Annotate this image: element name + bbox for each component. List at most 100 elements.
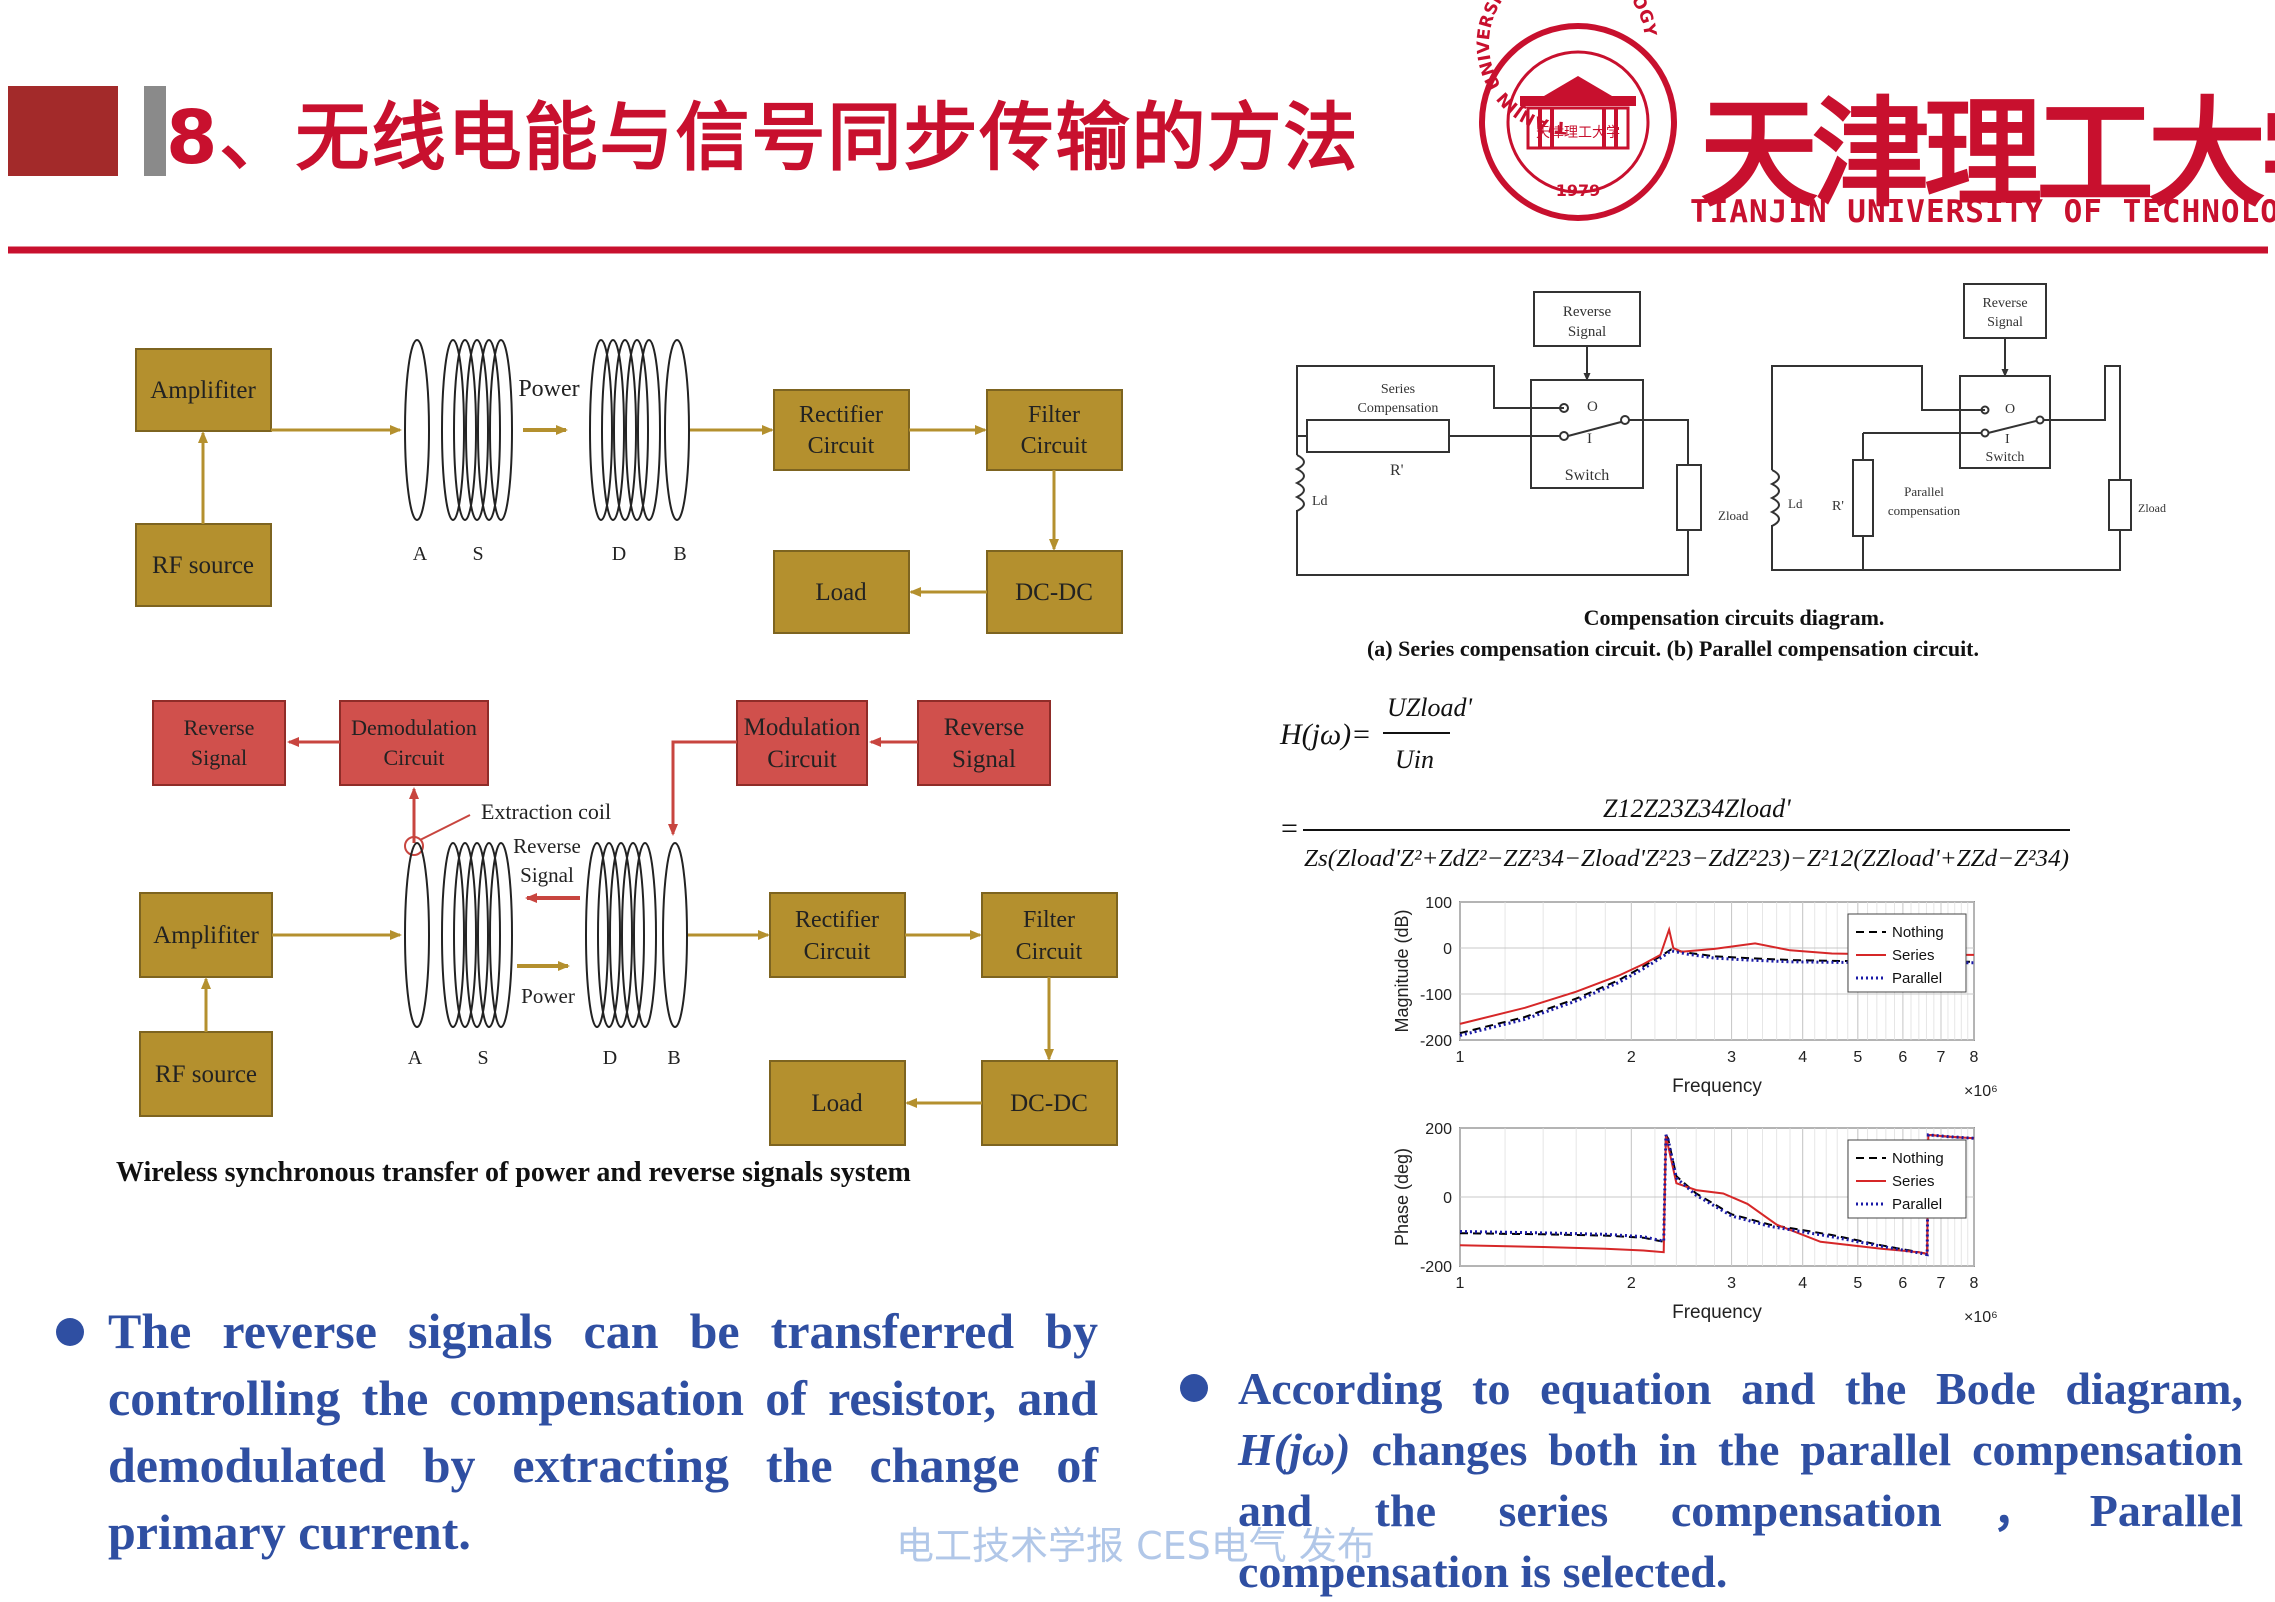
y-tick-label: -200 <box>1420 1259 1452 1276</box>
circuit-a-reverse-line2: Signal <box>1568 324 1606 340</box>
circuit-a-series-line2: Compensation <box>1358 401 1439 416</box>
y-tick-label: 100 <box>1425 895 1452 912</box>
equation-frac2-denominator: Zs(Zload'Z²+ZdZ²−ZZ²34−Zload'Z²23−ZdZ²23… <box>1304 846 2069 872</box>
x-tick-label: 3 <box>1727 1049 1736 1066</box>
x-tick-label: 8 <box>1970 1049 1979 1066</box>
bottom-block-diagram: Reverse Signal Demodulation Circuit Modu… <box>116 700 1118 1188</box>
top-coil-a: A <box>413 543 428 565</box>
circuit-b-r: R' <box>1832 499 1844 514</box>
x-tick-label: 5 <box>1853 1049 1862 1066</box>
circuit-b-switch-label: Switch <box>1986 450 2025 465</box>
bottom-coil-s: S <box>477 1047 488 1069</box>
right-bullet-paragraph: According to equation and the Bode diagr… <box>1180 1358 2243 1602</box>
university-name-en: TIANJIN UNIVERSITY OF TECHNOLOGY <box>1690 194 2275 230</box>
equation-frac1-numerator: UZload' <box>1387 693 1472 722</box>
bottom-reverse-mid-line1: Reverse <box>513 834 581 858</box>
top-rf-source-label: RF source <box>152 552 254 579</box>
bullet-dot <box>1180 1374 1208 1402</box>
top-rectifier-line2: Circuit <box>808 433 875 459</box>
bottom-coil-d: D <box>603 1047 617 1069</box>
top-load-label: Load <box>815 579 867 606</box>
publisher-watermark: 电工技术学报 CES电气 发布 <box>896 1524 1375 1568</box>
bottom-mod-line2: Circuit <box>767 746 836 773</box>
bottom-rf-source-label: RF source <box>155 1061 257 1088</box>
slide-title: 8、无线电能与信号同步传输的方法 <box>166 95 1360 181</box>
seal-year: 1979 <box>1556 181 1601 200</box>
circuit-a-ld: Ld <box>1312 494 1328 509</box>
header-grey-bar <box>144 86 166 176</box>
bottom-rectifier-line2: Circuit <box>804 939 871 965</box>
y-axis-label: Phase (deg) <box>1392 1148 1412 1246</box>
circuits-caption-1: Compensation circuits diagram. <box>1584 605 1885 630</box>
y-tick-label: 0 <box>1443 941 1452 958</box>
left-paragraph-text: The reverse signals can be transferred b… <box>108 1303 1098 1560</box>
bottom-coil-b: B <box>667 1047 680 1069</box>
bottom-rectifier-line1: Rectifier <box>795 907 879 933</box>
seal-center-text: 天津理工大学 <box>1536 125 1620 141</box>
x-tick-label: 2 <box>1627 1049 1636 1066</box>
x-tick-label: 6 <box>1898 1275 1907 1292</box>
y-tick-label: -100 <box>1420 987 1452 1004</box>
top-dcdc-label: DC-DC <box>1015 579 1093 606</box>
y-tick-label: 200 <box>1425 1121 1452 1138</box>
circuit-b-reverse-line1: Reverse <box>1982 296 2027 311</box>
x-tick-label: 7 <box>1937 1049 1946 1066</box>
circuit-a-switch-i: I <box>1587 431 1592 447</box>
circuit-a-switch-label: Switch <box>1565 467 1609 484</box>
extraction-coil-label: Extraction coil <box>481 799 611 824</box>
top-block-diagram: Amplifiter RF source Power A S D B Recti… <box>135 339 1123 634</box>
circuit-a-reverse-line1: Reverse <box>1563 304 1612 320</box>
equation-frac1-denominator: Uin <box>1395 745 1434 774</box>
circuit-b-ld: Ld <box>1788 496 1803 511</box>
bottom-load-label: Load <box>811 1090 863 1117</box>
x-tick-label: 5 <box>1853 1275 1862 1292</box>
circuit-a-zload: Zload <box>1718 508 1749 523</box>
equation-lhs: H(jω)= <box>1279 718 1371 751</box>
circuits-caption-2: (a) Series compensation circuit. (b) Par… <box>1367 636 1979 661</box>
x-tick-label: 3 <box>1727 1275 1736 1292</box>
compensation-circuit-a: Reverse Signal O I Switch Ld Series Comp… <box>1294 291 1749 576</box>
bottom-diagram-caption: Wireless synchronous transfer of power a… <box>116 1157 911 1188</box>
series-parallel-line <box>1459 1133 1975 1257</box>
bottom-filter-line2: Circuit <box>1016 939 1083 965</box>
circuit-b-switch-o: O <box>2005 402 2015 417</box>
top-power-label: Power <box>518 376 579 402</box>
bottom-filter-line1: Filter <box>1023 907 1075 933</box>
circuit-b-switch-i: I <box>2005 432 2010 447</box>
bottom-demod-line1: Demodulation <box>351 715 477 740</box>
legend-entry: Series <box>1892 1173 1935 1190</box>
x-axis-label: Frequency <box>1672 1076 1762 1097</box>
circuit-b-parallel-line1: Parallel <box>1904 484 1944 499</box>
x-tick-label: 4 <box>1798 1049 1807 1066</box>
legend-entry: Parallel <box>1892 970 1942 987</box>
circuit-b-reverse-line2: Signal <box>1987 315 2023 330</box>
right-paragraph-function: H(jω) <box>1238 1424 1351 1475</box>
circuit-b-zload: Zload <box>2138 501 2166 515</box>
top-coil-d: D <box>612 543 626 565</box>
x-tick-label: 6 <box>1898 1049 1907 1066</box>
x-axis-multiplier: ×10⁶ <box>1964 1083 1998 1100</box>
equation-frac2-numerator: Z12Z23Z34Zload' <box>1603 794 1791 823</box>
circuit-a-r: R' <box>1390 462 1404 479</box>
right-paragraph-rest: changes both in the parallel compensatio… <box>1238 1424 2243 1597</box>
x-tick-label: 1 <box>1456 1275 1465 1292</box>
bottom-reverse-right-line2: Signal <box>952 746 1016 773</box>
right-paragraph-start: According to equation and the Bode diagr… <box>1238 1363 2243 1414</box>
bottom-coil-a: A <box>408 1047 423 1069</box>
x-axis-multiplier: ×10⁶ <box>1964 1309 1998 1326</box>
bottom-demod-line2: Circuit <box>383 745 444 770</box>
top-filter-line1: Filter <box>1028 402 1080 428</box>
x-axis-label: Frequency <box>1672 1302 1762 1323</box>
bottom-reverse-right-line1: Reverse <box>944 714 1025 741</box>
x-tick-label: 8 <box>1970 1275 1979 1292</box>
x-tick-label: 1 <box>1456 1049 1465 1066</box>
bottom-reverse-mid-line2: Signal <box>520 863 574 887</box>
x-tick-label: 7 <box>1937 1275 1946 1292</box>
equation-eq2: = <box>1281 812 1298 845</box>
top-coil-s: S <box>472 543 483 565</box>
legend-entry: Nothing <box>1892 924 1944 941</box>
bullet-dot <box>56 1318 84 1346</box>
